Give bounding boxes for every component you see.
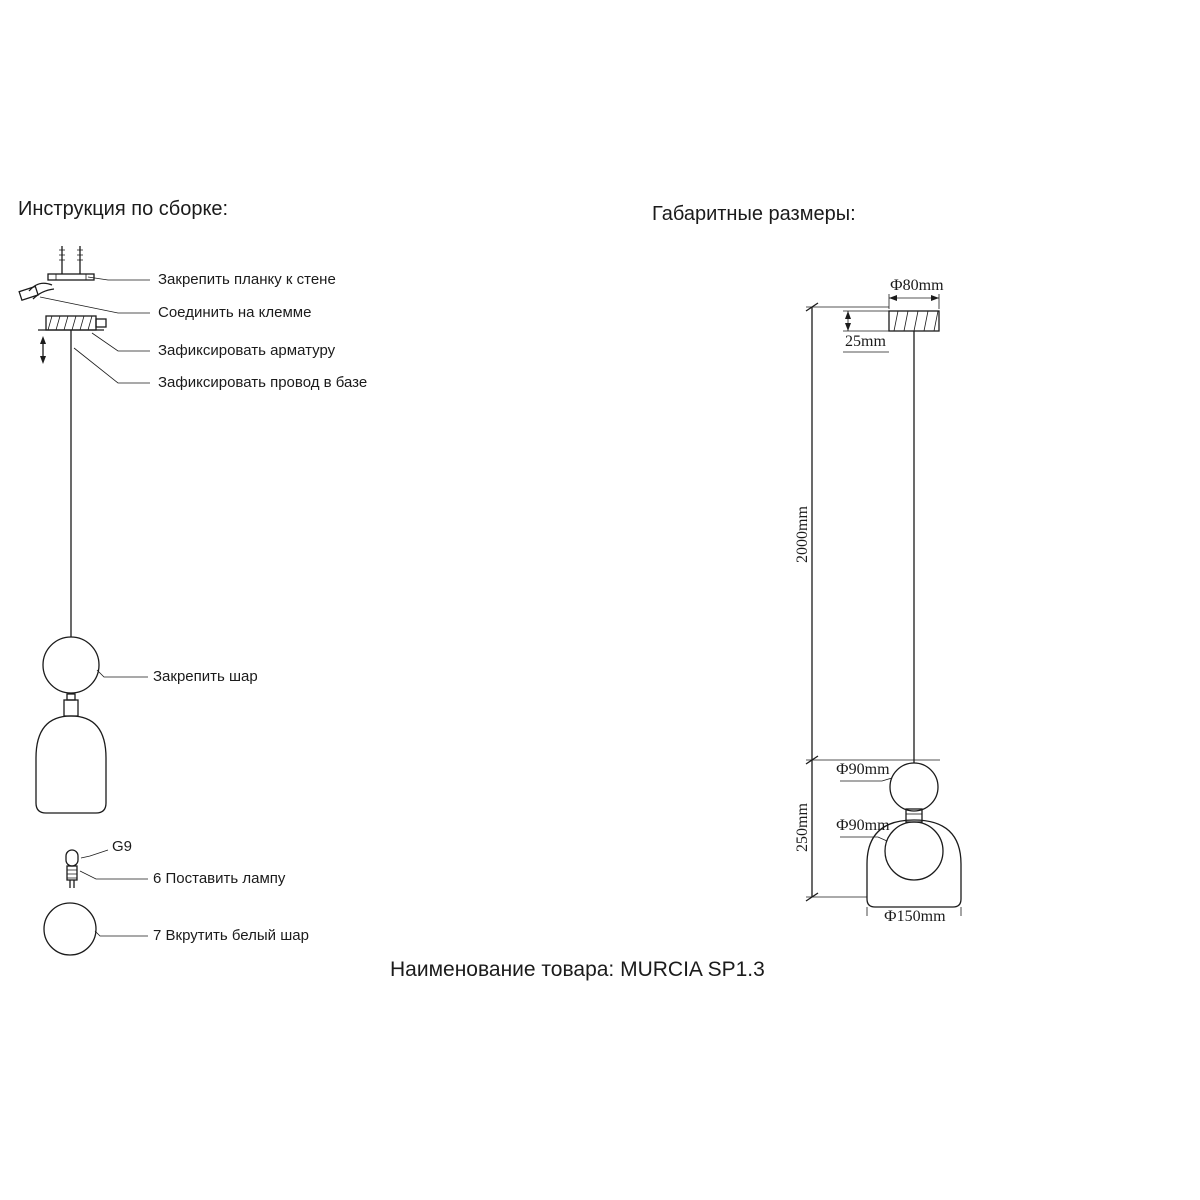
- dim-ball1-drawing: [889, 762, 939, 812]
- step-label-terminal: Соединить на клемме: [158, 304, 312, 321]
- dim-canopy-diameter-label: Ф80mm: [890, 277, 944, 294]
- dim-ball2-diameter-label: Ф90mm: [836, 817, 890, 834]
- white-ball-drawing: [43, 902, 97, 956]
- adjust-arrow-icon: [40, 336, 46, 364]
- dim-canopy-height: [843, 310, 889, 353]
- product-name-line: Наименование товара: MURCIA SP1.3: [390, 958, 765, 981]
- dim-shade-diameter-label: Ф150mm: [884, 908, 946, 925]
- assembly-title: Инструкция по сборке:: [18, 198, 229, 220]
- dim-cable-length-label: 2000mm: [794, 506, 811, 563]
- dim-shade-drawing: [866, 819, 962, 916]
- dim-body-height-label: 250mm: [794, 803, 811, 852]
- step-label-lamp: 6 Поставить лампу: [153, 870, 286, 887]
- dim-ball1-diameter-label: Ф90mm: [836, 761, 890, 778]
- dim-canopy-height-label: 25mm: [845, 333, 886, 350]
- dim-ball2-drawing: [884, 821, 944, 881]
- dim-canopy-diameter: [888, 294, 940, 309]
- wires-terminal-drawing: [18, 282, 55, 302]
- lamp-type-label: G9: [112, 838, 133, 855]
- dimensions-title: Габаритные размеры:: [652, 203, 856, 225]
- step-label-white-ball: 7 Вкрутить белый шар: [153, 927, 309, 944]
- step-label-bracket: Закрепить планку к стене: [158, 271, 336, 288]
- wall-bracket-drawing: [47, 273, 95, 281]
- dim-vertical-line: [805, 302, 940, 902]
- glass-ball-drawing: [42, 636, 100, 694]
- wall-screws-drawing: [59, 246, 83, 274]
- g9-bulb-icon: [65, 849, 79, 888]
- dim-leader-lines: [840, 777, 893, 842]
- step-label-wire-base: Зафиксировать провод в базе: [158, 374, 368, 391]
- leader-lines: [39, 276, 150, 937]
- step-label-ball: Закрепить шар: [153, 668, 258, 685]
- shade-drawing: [35, 715, 107, 814]
- lamp-neck-drawing: [63, 693, 79, 717]
- step-label-fitting: Зафиксировать арматуру: [158, 342, 336, 359]
- dim-canopy-drawing: [888, 310, 940, 332]
- canopy-drawing: [38, 315, 107, 331]
